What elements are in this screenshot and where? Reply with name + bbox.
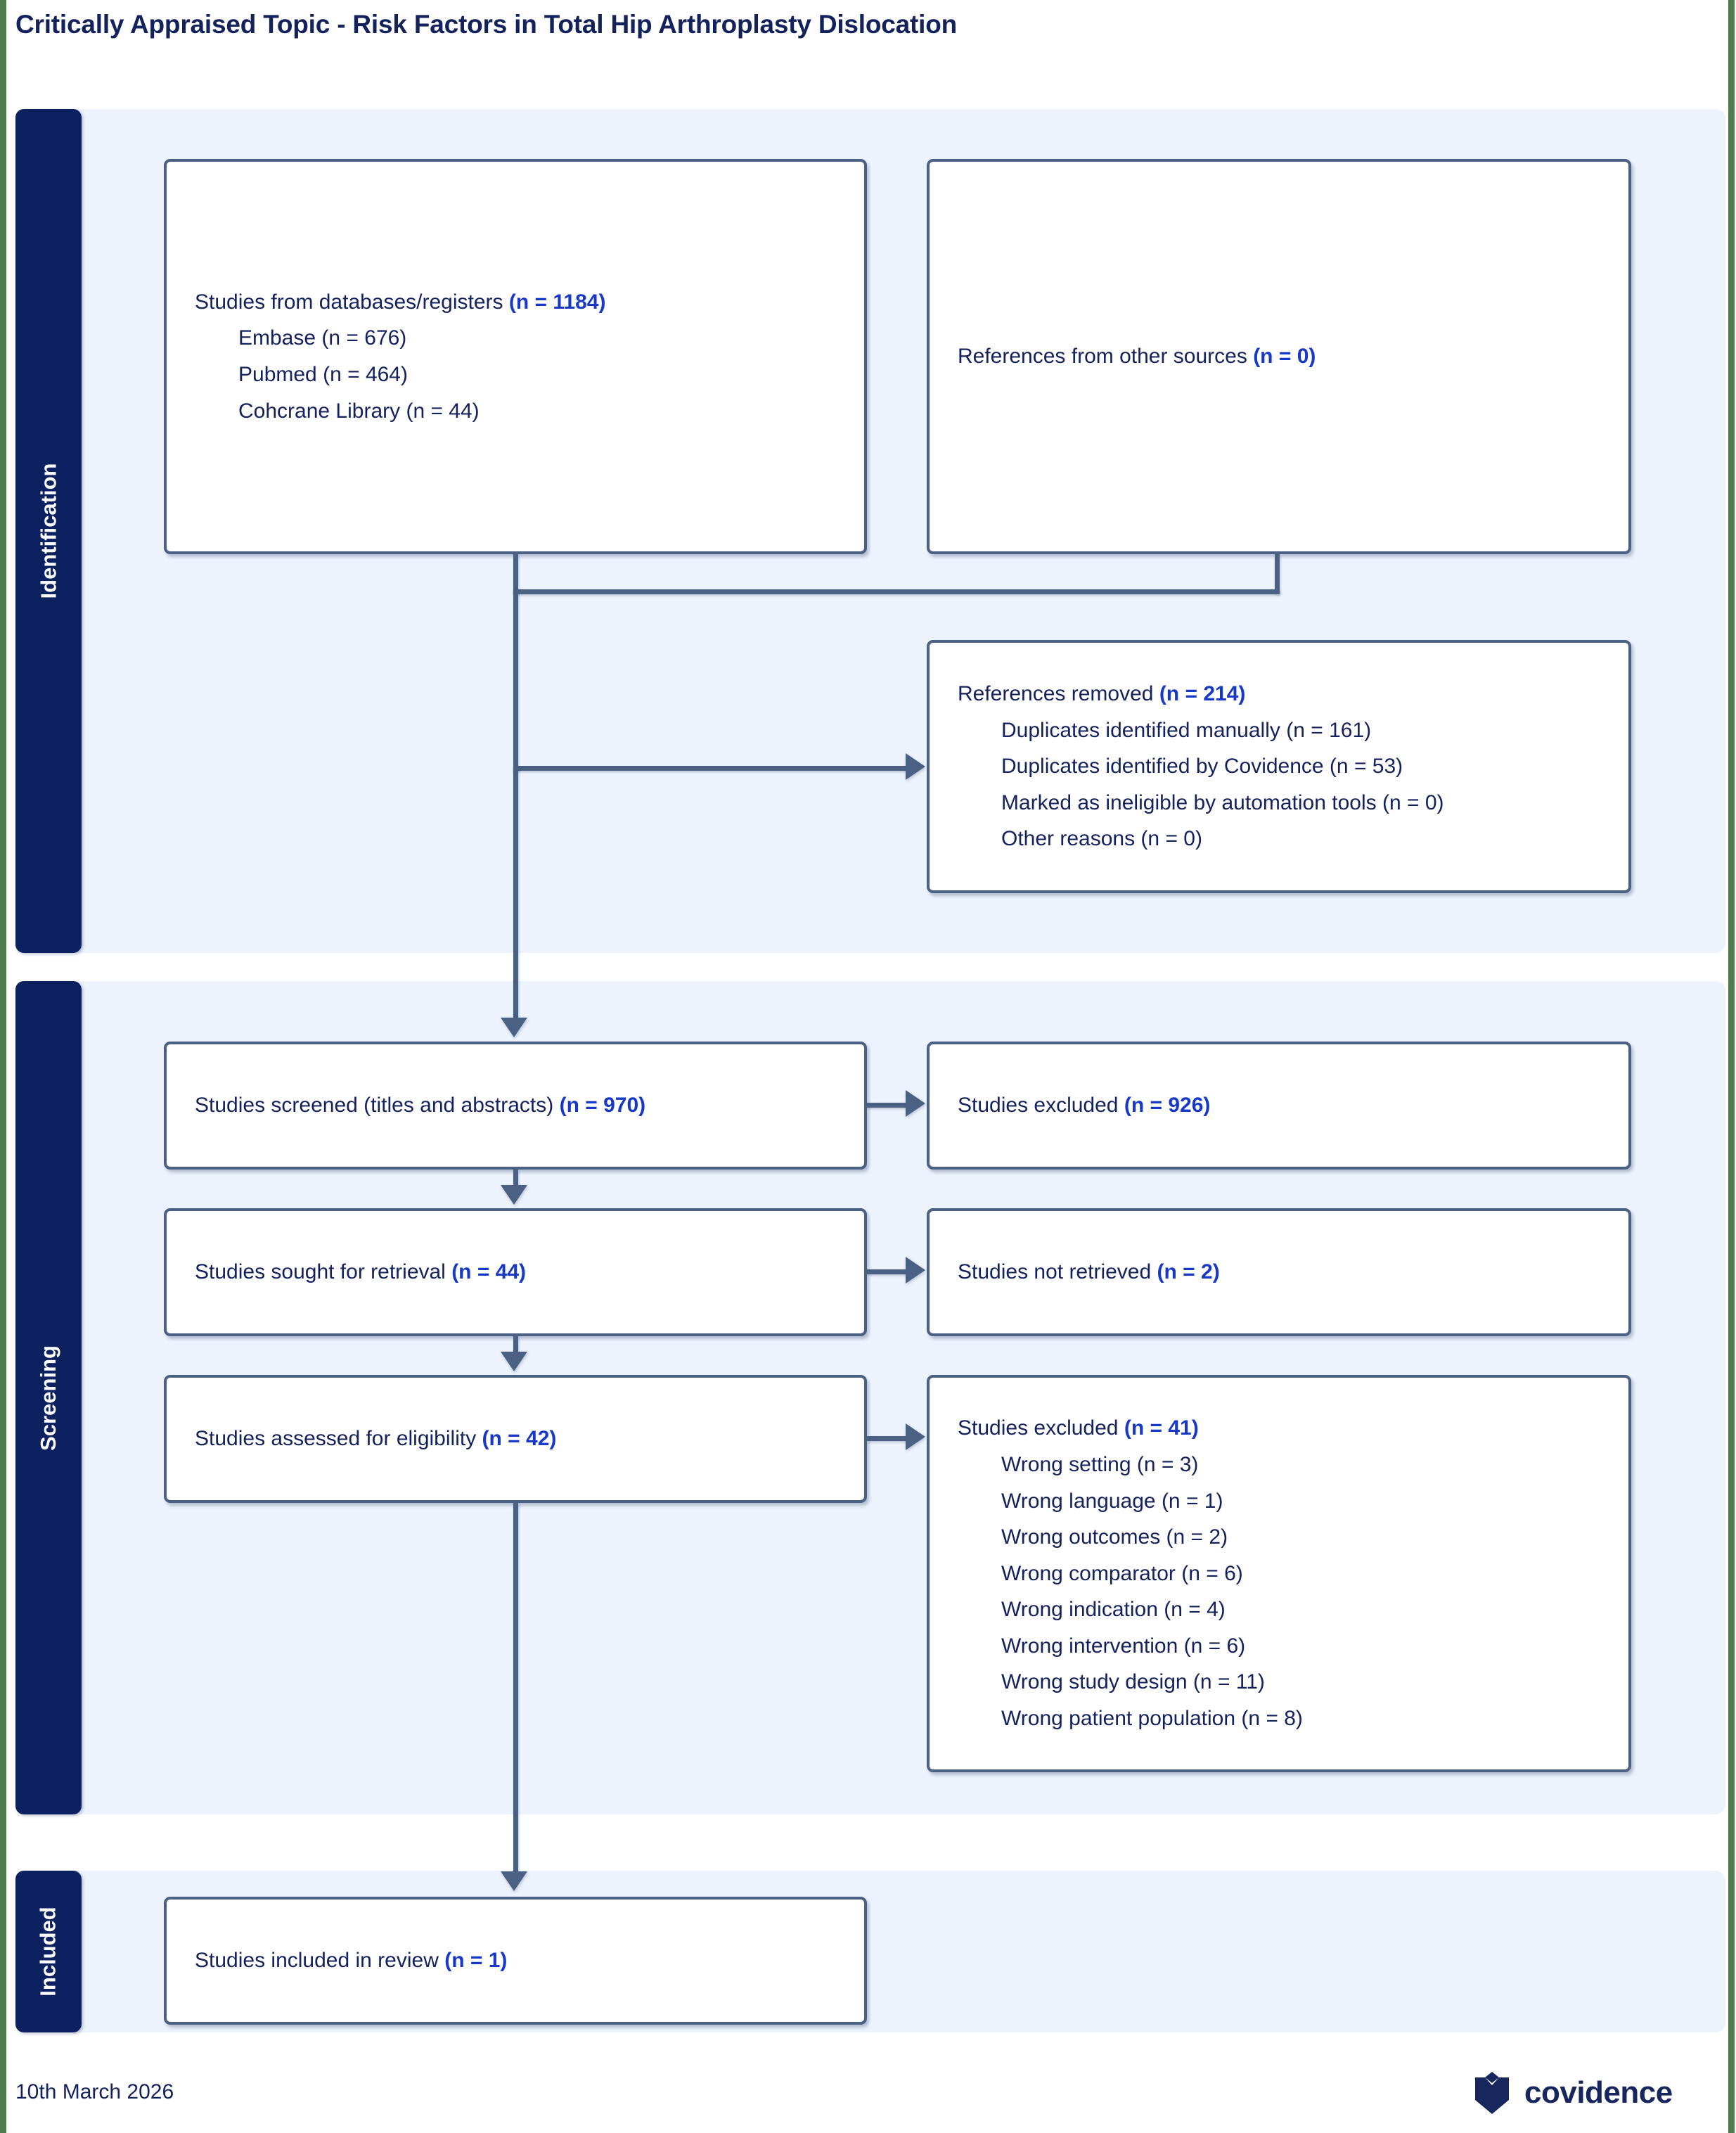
box-studies-excluded-eligibility: Studies excluded (n = 41) Wrong setting … (927, 1375, 1631, 1772)
connector-screened-to-sought (513, 1170, 518, 1189)
phase-label-included-text: Included (36, 1907, 61, 1997)
arrowhead-to-references-removed (906, 753, 925, 780)
box-subitem: Other reasons (n = 0) (1001, 827, 1202, 851)
covidence-logo: covidence (1471, 2070, 1673, 2115)
connector-main-trunk-lower (513, 766, 518, 1022)
connector-sought-to-not-retrieved (867, 1269, 908, 1274)
box-heading-count: (n = 44) (451, 1260, 527, 1284)
box-studies-included-review: Studies included in review (n = 1) (164, 1897, 867, 2025)
box-studies-excluded-screening: Studies excluded (n = 926) (927, 1042, 1631, 1170)
box-heading: Studies screened (titles and abstracts) … (195, 1087, 836, 1124)
arrowhead-to-studies-screened (501, 1018, 527, 1037)
box-subitem: Wrong intervention (n = 6) (1001, 1634, 1246, 1658)
connector-databases-down (513, 554, 518, 594)
box-heading-text: Studies excluded (958, 1094, 1124, 1117)
box-heading-text: Studies excluded (958, 1416, 1124, 1440)
arrowhead-screened-to-sought (501, 1185, 527, 1205)
covidence-wordmark: covidence (1524, 2075, 1673, 2110)
box-heading-text: Studies sought for retrieval (195, 1260, 452, 1284)
connector-assessed-to-included (513, 1503, 518, 1874)
box-heading-count: (n = 2) (1157, 1260, 1220, 1284)
box-references-removed: References removed (n = 214) Duplicates … (927, 640, 1631, 893)
box-heading: References removed (n = 214) (958, 676, 1600, 712)
box-subitem: Embase (n = 676) (238, 326, 407, 350)
box-heading-count: (n = 42) (482, 1427, 557, 1451)
page-edge-strip-right (1728, 0, 1735, 2133)
page-edge-strip-left (0, 0, 6, 2133)
covidence-shield-icon (1471, 2072, 1513, 2114)
box-heading-text: Studies from databases/registers (195, 290, 509, 314)
box-subitem: Pubmed (n = 464) (238, 363, 408, 386)
box-subitem: Wrong outcomes (n = 2) (1001, 1525, 1228, 1549)
box-heading-count: (n = 214) (1159, 682, 1246, 706)
box-heading-text: References from other sources (958, 345, 1254, 369)
box-subitem: Cohcrane Library (n = 44) (238, 399, 480, 423)
connector-main-trunk-upper (513, 589, 518, 771)
box-heading: References from other sources (n = 0) (958, 338, 1600, 375)
phase-label-identification: Identification (15, 109, 82, 953)
box-subitem: Wrong indication (n = 4) (1001, 1598, 1226, 1622)
arrowhead-assessed-to-excluded (906, 1423, 925, 1450)
box-heading-text: References removed (958, 682, 1159, 706)
box-heading: Studies excluded (n = 41) (958, 1410, 1600, 1447)
box-subitem: Wrong study design (n = 11) (1001, 1670, 1265, 1694)
box-heading-count: (n = 41) (1124, 1416, 1199, 1440)
box-subitem: Wrong comparator (n = 6) (1001, 1561, 1243, 1585)
box-studies-sought-retrieval: Studies sought for retrieval (n = 44) (164, 1208, 867, 1336)
box-heading-text: Studies not retrieved (958, 1260, 1157, 1284)
box-heading: Studies sought for retrieval (n = 44) (195, 1254, 836, 1290)
phase-label-identification-text: Identification (36, 463, 61, 599)
box-subitem: Duplicates identified by Covidence (n = … (1001, 755, 1403, 779)
box-heading-text: Studies screened (titles and abstracts) (195, 1094, 560, 1117)
footer-date: 10th March 2026 (15, 2080, 174, 2103)
arrowhead-assessed-to-included (501, 1871, 527, 1891)
connector-other-sources-down (1275, 554, 1280, 594)
box-subitem: Wrong patient population (n = 8) (1001, 1707, 1303, 1731)
box-heading-count: (n = 970) (559, 1094, 646, 1117)
connector-assessed-to-excluded (867, 1436, 908, 1441)
box-subitem: Duplicates identified manually (n = 161) (1001, 718, 1372, 742)
connector-screened-to-excluded (867, 1103, 908, 1108)
box-heading-count: (n = 1) (444, 1949, 508, 1973)
box-heading-count: (n = 0) (1253, 345, 1316, 369)
phase-label-screening-text: Screening (36, 1345, 61, 1451)
box-heading-count: (n = 926) (1124, 1094, 1211, 1117)
box-subitem: Wrong language (n = 1) (1001, 1489, 1223, 1513)
arrowhead-sought-to-not-retrieved (906, 1257, 925, 1283)
connector-sought-to-assessed (513, 1336, 518, 1356)
box-heading-text: Studies included in review (195, 1949, 445, 1973)
connector-merge-bracket (513, 589, 1280, 594)
box-heading-text: Studies assessed for eligibility (195, 1427, 482, 1451)
box-heading: Studies included in review (n = 1) (195, 1942, 836, 1979)
box-studies-from-databases: Studies from databases/registers (n = 11… (164, 159, 867, 554)
arrowhead-sought-to-assessed (501, 1352, 527, 1371)
box-studies-assessed-eligibility: Studies assessed for eligibility (n = 42… (164, 1375, 867, 1503)
page-title: Critically Appraised Topic - Risk Factor… (15, 10, 958, 39)
box-heading: Studies not retrieved (n = 2) (958, 1254, 1600, 1290)
phase-label-screening: Screening (15, 981, 82, 1814)
box-studies-screened: Studies screened (titles and abstracts) … (164, 1042, 867, 1170)
box-studies-not-retrieved: Studies not retrieved (n = 2) (927, 1208, 1631, 1336)
phase-label-included: Included (15, 1871, 82, 2032)
box-heading: Studies assessed for eligibility (n = 42… (195, 1421, 836, 1457)
box-subitem: Marked as ineligible by automation tools… (1001, 790, 1444, 814)
connector-to-references-removed (513, 766, 907, 771)
box-references-other-sources: References from other sources (n = 0) (927, 159, 1631, 554)
box-heading-count: (n = 1184) (508, 290, 606, 314)
box-subitem: Wrong setting (n = 3) (1001, 1452, 1199, 1476)
arrowhead-screened-to-excluded (906, 1090, 925, 1117)
box-heading: Studies excluded (n = 926) (958, 1087, 1600, 1124)
box-heading: Studies from databases/registers (n = 11… (195, 284, 836, 321)
